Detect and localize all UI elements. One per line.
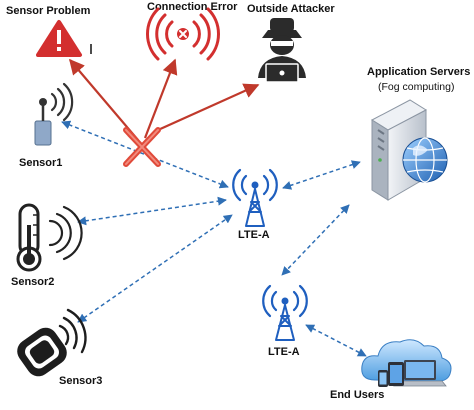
link-servers-tower2 bbox=[281, 204, 350, 276]
sensor3-label: Sensor3 bbox=[59, 375, 102, 387]
phone-icon bbox=[378, 370, 388, 387]
end-users-label: End Users bbox=[330, 389, 384, 401]
sensor1-label: Sensor1 bbox=[19, 157, 62, 169]
laptop-icon bbox=[393, 360, 447, 387]
tower-secondary: LTE-A bbox=[262, 284, 308, 358]
tower-main-label: LTE-A bbox=[238, 229, 270, 241]
sensor2: Sensor2 bbox=[11, 203, 83, 288]
warning-icon bbox=[36, 20, 82, 57]
globe-icon bbox=[402, 137, 448, 183]
sensor-icon bbox=[34, 82, 74, 146]
end-users: End Users bbox=[330, 339, 452, 401]
connection-error: Connection Error bbox=[145, 1, 238, 61]
link-tower-servers bbox=[282, 160, 361, 190]
sensor2-label: Sensor2 bbox=[11, 276, 54, 288]
link-sensor1-tower bbox=[61, 120, 229, 189]
tower-icon bbox=[232, 168, 278, 227]
tower-main: LTE-A bbox=[232, 168, 278, 241]
sensor1: Sensor1 bbox=[19, 82, 74, 169]
link-tower2-endusers bbox=[305, 324, 367, 357]
outside-attacker: Outside Attacker bbox=[247, 3, 335, 83]
cross-icon bbox=[123, 127, 161, 167]
connection-error-label: Connection Error bbox=[147, 1, 238, 13]
tower-secondary-label: LTE-A bbox=[268, 346, 300, 358]
threat-arrows bbox=[69, 58, 260, 141]
tower-icon bbox=[262, 284, 308, 341]
signal-error-icon bbox=[145, 7, 221, 61]
tablet-icon bbox=[388, 362, 404, 386]
arrow-to-outside-attacker bbox=[157, 83, 260, 132]
thermometer-icon bbox=[16, 203, 83, 272]
sensor-problem: Sensor Problem bbox=[6, 5, 92, 57]
link-sensor2-tower bbox=[77, 196, 227, 226]
link-sensor3-tower bbox=[77, 214, 233, 323]
arrow-to-connection-error bbox=[143, 58, 178, 139]
application-servers: Application Servers (Fog computing) bbox=[367, 66, 470, 201]
servers-subtitle: (Fog computing) bbox=[378, 81, 454, 93]
attacker-icon bbox=[258, 18, 306, 83]
wearable-icon bbox=[17, 308, 87, 377]
sensor3: Sensor3 bbox=[17, 308, 102, 387]
servers-title: Application Servers bbox=[367, 66, 470, 78]
dashed-links bbox=[61, 120, 367, 357]
sensor-problem-label: Sensor Problem bbox=[6, 5, 91, 17]
outside-attacker-label: Outside Attacker bbox=[247, 3, 335, 15]
arrow-to-sensor-problem bbox=[69, 58, 139, 141]
